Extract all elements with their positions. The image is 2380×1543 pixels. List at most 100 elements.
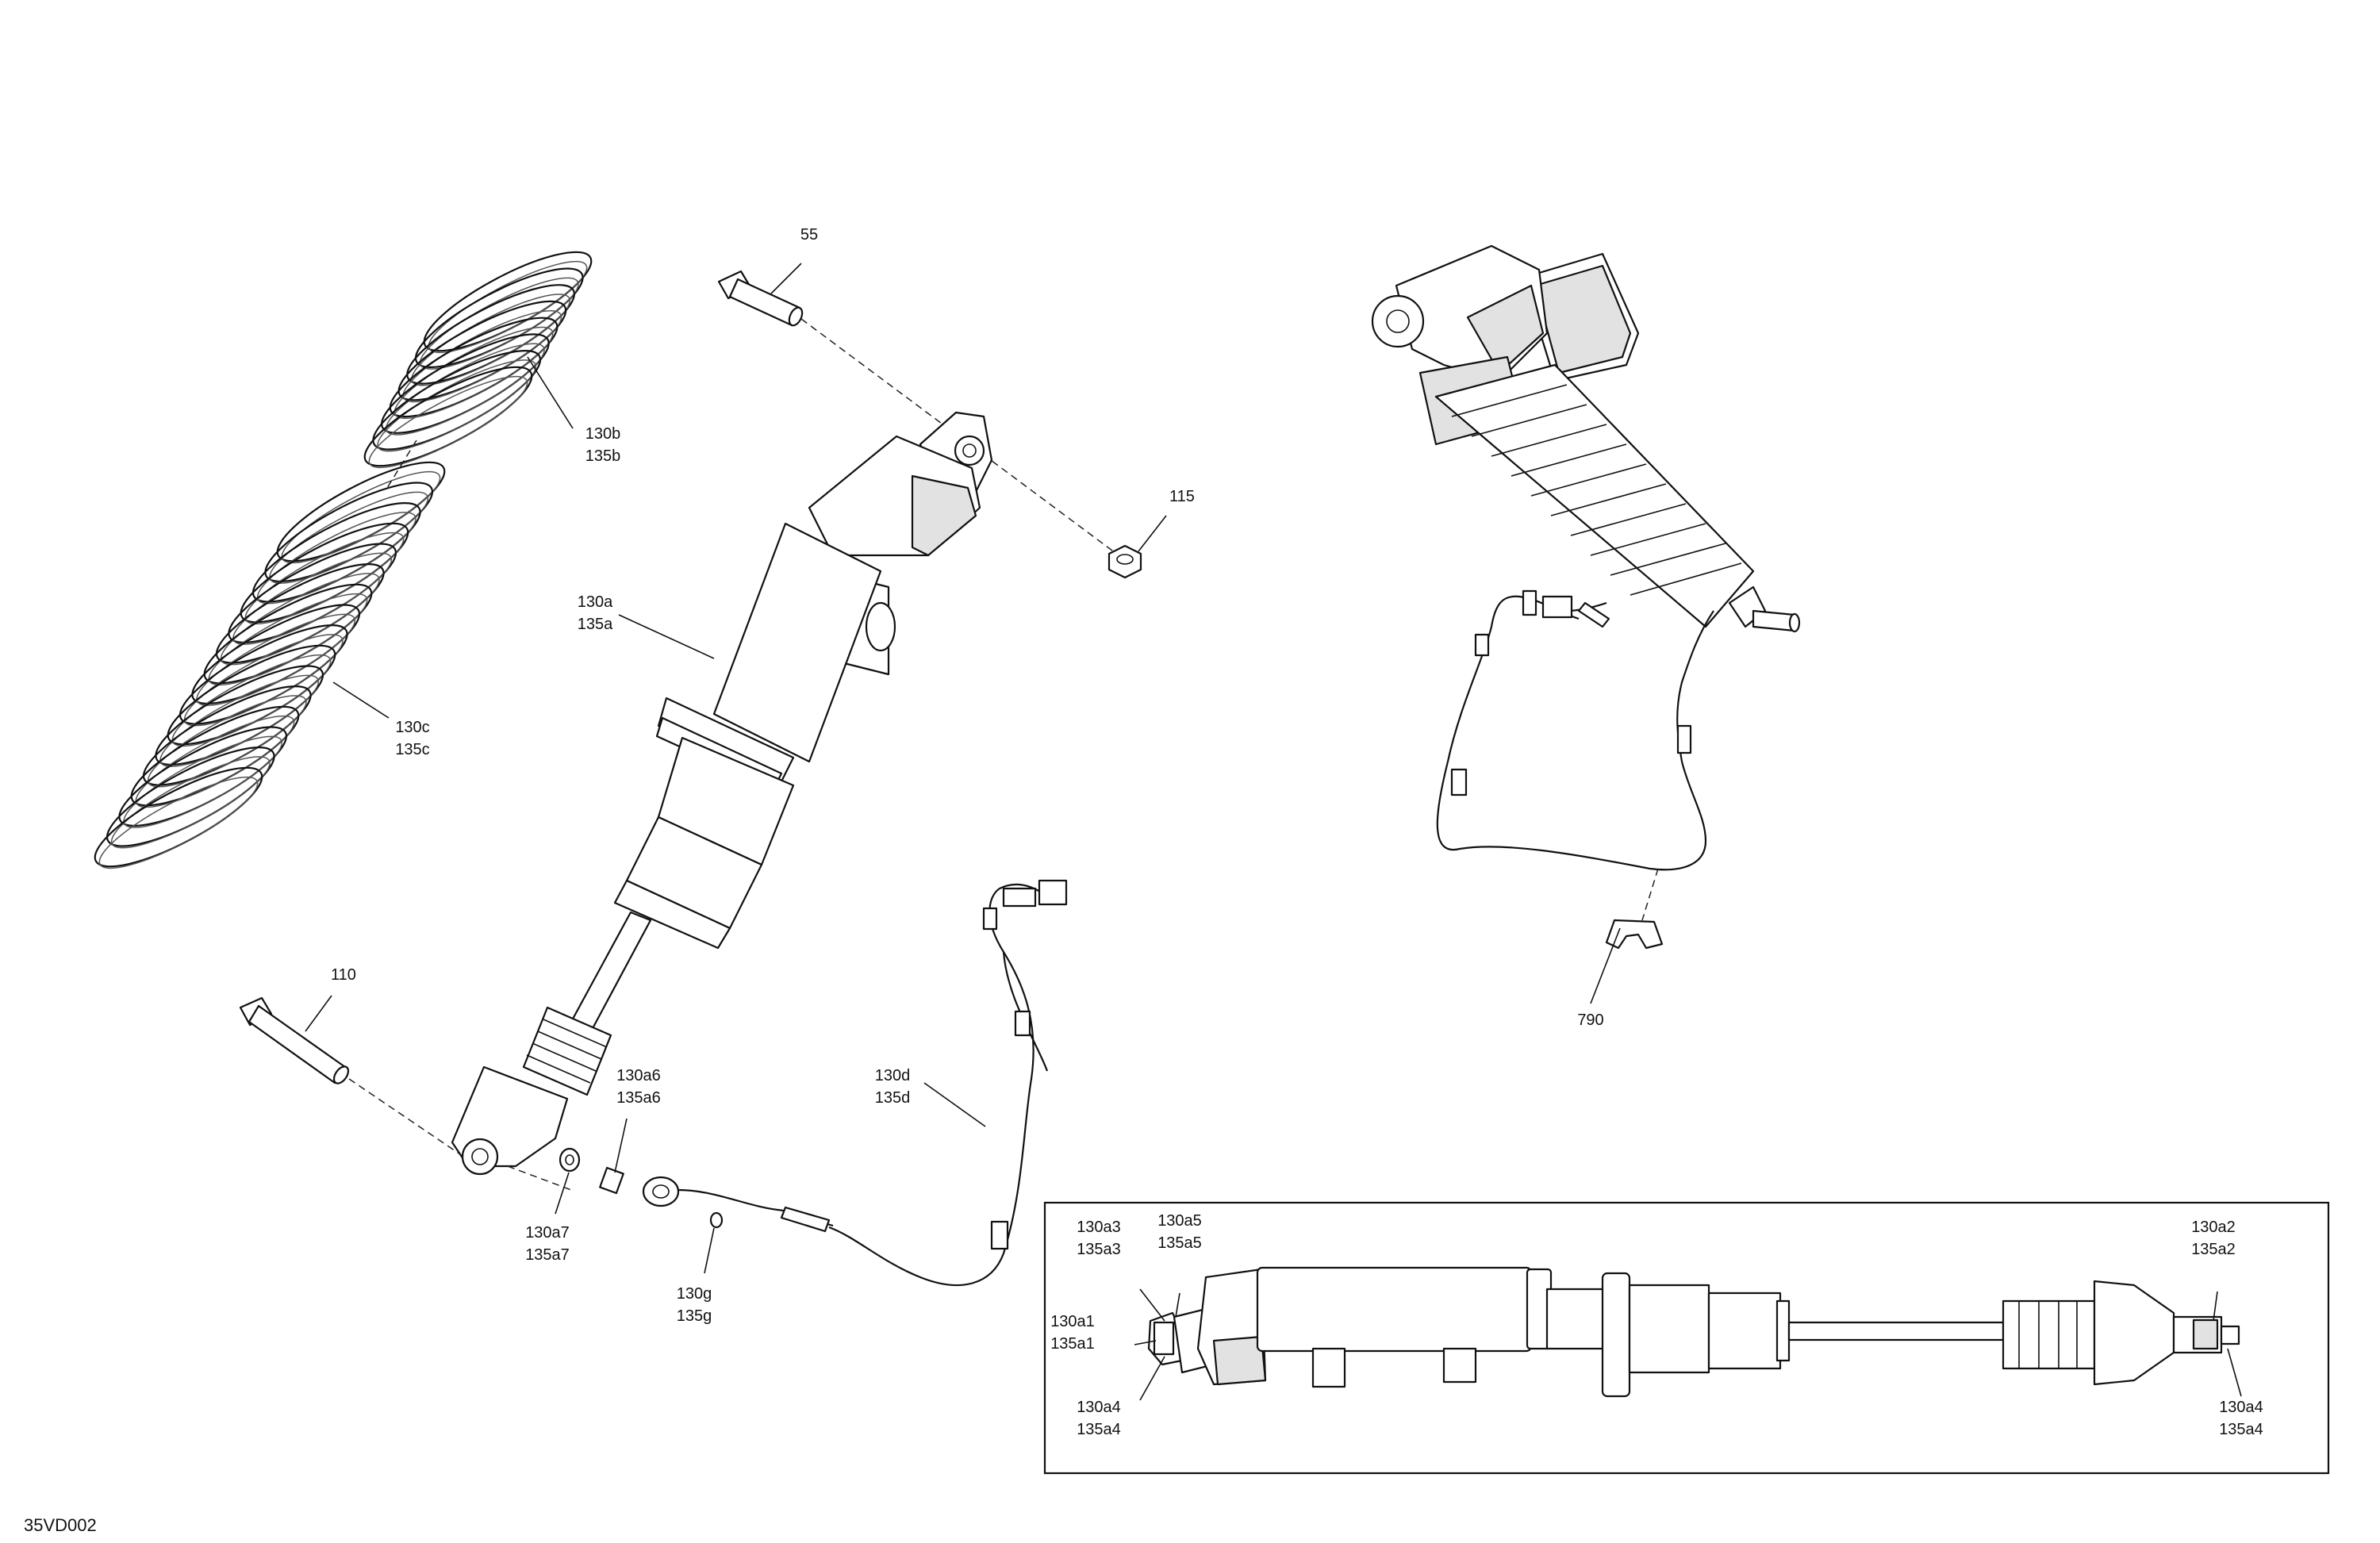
callout-inset-130a2: 130a2 135a2 (2191, 1219, 2236, 1258)
callout-130d-line2: 135d (875, 1089, 911, 1107)
spring-coil-inner (256, 512, 416, 605)
spring-coil-inner (281, 470, 441, 564)
callout-inset-130a2-line1: 130a2 (2191, 1219, 2236, 1236)
callout-130a-line1: 130a (578, 593, 613, 611)
spring-coil-inner (377, 359, 537, 452)
shock-absorber-inset (1147, 1266, 2240, 1398)
callout-790-line1: 790 (1577, 1011, 1603, 1029)
callout-inset-130a5: 130a5 135a5 (1157, 1212, 1202, 1252)
spring-coil (406, 284, 575, 385)
callout-115: 115 (1169, 488, 1195, 505)
spring-coil-inner (232, 552, 393, 645)
spring-coil-inner (159, 674, 320, 767)
callout-130b: 130b 135b (585, 425, 621, 465)
callout-130b-line2: 135b (585, 447, 621, 465)
callout-inset-130a5-line1: 130a5 (1157, 1212, 1202, 1230)
spring-coil (215, 563, 385, 664)
spring-coil (155, 665, 324, 766)
callout-130g: 130g 135g (677, 1285, 712, 1325)
spring-coil (191, 604, 361, 704)
alignment-line-springs (386, 439, 417, 489)
spring-coil (106, 747, 275, 847)
alignment-line-bolt-55 (800, 318, 1119, 556)
callout-130b-line1: 130b (585, 425, 621, 443)
callout-110: 110 (331, 966, 356, 984)
spring-coil (372, 350, 542, 451)
inset-detail-box (1043, 1201, 2330, 1475)
spring-coil (423, 251, 593, 352)
spring-coil (118, 726, 288, 827)
spring-coil-inner (183, 634, 344, 727)
spring-coil (142, 685, 312, 786)
bolt-110 (239, 996, 350, 1084)
callout-130d-line1: 130d (875, 1067, 911, 1084)
spring-coil (264, 482, 434, 582)
spring-upper (363, 251, 593, 469)
callout-130d: 130d 135d (875, 1067, 911, 1107)
clip-130g (709, 1211, 724, 1229)
callout-55-line1: 55 (800, 226, 818, 244)
callout-130a7: 130a7 135a7 (525, 1224, 570, 1264)
callout-130a7-line1: 130a7 (525, 1224, 570, 1242)
spring-coil (363, 366, 533, 467)
sensor-plug (642, 1176, 680, 1207)
spring-coil-inner (135, 715, 295, 808)
spring-coil-inner (386, 343, 545, 436)
spring-coil-inner (110, 756, 271, 849)
spring-coil-inner (402, 309, 562, 403)
callout-inset-130a4-right-line2: 135a4 (2219, 1421, 2263, 1438)
wire-harness-view-2 (1436, 589, 1714, 871)
spring-coil-inner (244, 532, 405, 625)
spring-coil-inner (269, 491, 429, 584)
callout-55: 55 (800, 226, 818, 244)
spring-coil (276, 461, 446, 562)
callout-inset-130a4-left-line2: 135a4 (1077, 1421, 1121, 1438)
callout-inset-130a1: 130a1 135a1 (1050, 1313, 1095, 1353)
callout-130g-line2: 135g (677, 1307, 712, 1325)
spring-coil-inner (171, 654, 332, 747)
alignment-line-bolt-110 (348, 1078, 461, 1155)
spring-coil (389, 317, 559, 418)
callout-130a: 130a 135a (578, 593, 613, 633)
spring-coil (240, 522, 409, 624)
spring-coil-inner (147, 695, 307, 788)
callout-115-line1: 115 (1169, 488, 1195, 505)
spring-coil-inner (208, 593, 368, 686)
callout-130c-line1: 130c (395, 719, 429, 736)
callout-130a6: 130a6 135a6 (616, 1067, 661, 1107)
leader-lines (305, 263, 2242, 1401)
callout-110-line1: 110 (331, 966, 356, 984)
callout-130g-line1: 130g (677, 1285, 712, 1303)
callout-130a7-line2: 135a7 (525, 1246, 570, 1264)
callout-inset-130a4-left: 130a4 135a4 (1077, 1399, 1121, 1438)
spring-coil-inner (220, 573, 380, 666)
callout-inset-130a3-line2: 135a3 (1077, 1241, 1121, 1258)
callout-inset-130a3: 130a3 135a3 (1077, 1219, 1121, 1258)
clip-790 (1605, 919, 1664, 950)
callout-inset-130a3-line1: 130a3 (1077, 1219, 1121, 1236)
callout-130a-line2: 135a (578, 616, 613, 633)
spring-coil-inner (123, 735, 283, 828)
callout-inset-130a2-line2: 135a2 (2191, 1241, 2236, 1258)
spring-coil (397, 300, 567, 401)
callout-inset-130a4-left-line1: 130a4 (1077, 1399, 1121, 1416)
spring-coil-inner (419, 277, 579, 370)
spring-lower (94, 461, 446, 869)
spring-coil-inner (368, 375, 528, 469)
callout-inset-130a1-line1: 130a1 (1050, 1313, 1095, 1330)
bolt-55 (717, 270, 804, 327)
callout-790: 790 (1577, 1011, 1603, 1029)
wire-harness-main (678, 879, 1068, 1287)
callout-inset-130a1-line2: 135a1 (1050, 1335, 1095, 1353)
spring-coil-inner (428, 260, 588, 354)
diagram-code: 35VD002 (24, 1515, 97, 1535)
spring-coil (167, 644, 336, 746)
spring-coil (228, 543, 397, 643)
washer-130a7 (559, 1147, 581, 1173)
spring-coil (414, 267, 584, 368)
spring-coil-inner (393, 326, 554, 420)
spring-coil (178, 624, 348, 725)
spring-coil (94, 766, 263, 868)
connector-130a6 (599, 1166, 624, 1195)
